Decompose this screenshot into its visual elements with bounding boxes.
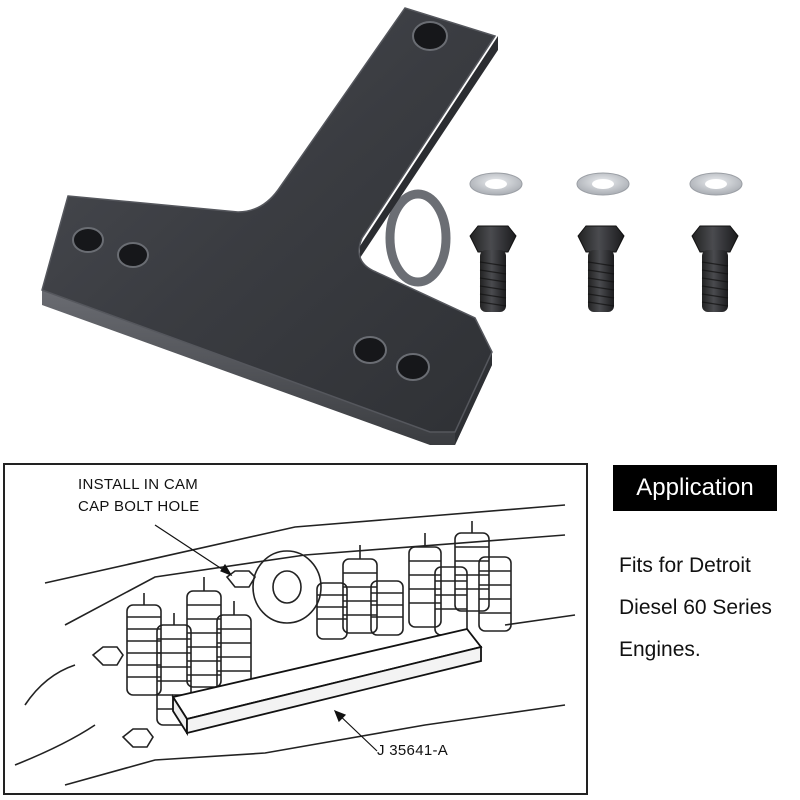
valve-spring [408,533,442,628]
bolt [469,225,517,312]
valve-spring [186,577,222,688]
washer [576,172,630,196]
bracket-hole [117,242,149,268]
part-number-label: J 35641-A [377,742,449,759]
application-description: Fits for Detroit Diesel 60 Series Engine… [619,545,799,671]
valve-spring [478,556,512,632]
bracket-face [41,7,497,433]
application-desc-line: Engines. [619,638,701,661]
valve-spring [316,582,348,640]
install-callout-line: INSTALL IN CAM [78,476,199,493]
installation-diagram: INSTALL IN CAM CAP BOLT HOLE J 35641-A [3,463,588,795]
application-desc-line: Fits for Detroit [619,554,751,577]
diagram-washer [252,550,322,624]
application-desc-line: Diesel 60 Series [619,596,772,619]
bracket-hole [412,21,448,51]
eye-ring [385,189,451,287]
bracket-hole [396,353,430,381]
tool-bar [171,627,483,737]
valve-spring [126,593,162,696]
bracket-hole [72,227,104,253]
t-bracket [41,7,498,445]
install-callout-line: CAP BOLT HOLE [78,498,200,515]
product-photo [41,7,743,445]
install-leader [154,524,232,576]
bolt [691,225,739,312]
valve-spring [454,521,490,612]
valve-spring [342,545,378,634]
application-badge: Application [613,465,777,511]
washer [689,172,743,196]
valve-spring [370,580,404,636]
washer [469,172,523,196]
bolt [577,225,625,312]
bracket-hole [353,336,387,364]
install-callout: INSTALL IN CAM CAP BOLT HOLE [78,474,199,518]
engine-line-drawing [14,504,576,786]
